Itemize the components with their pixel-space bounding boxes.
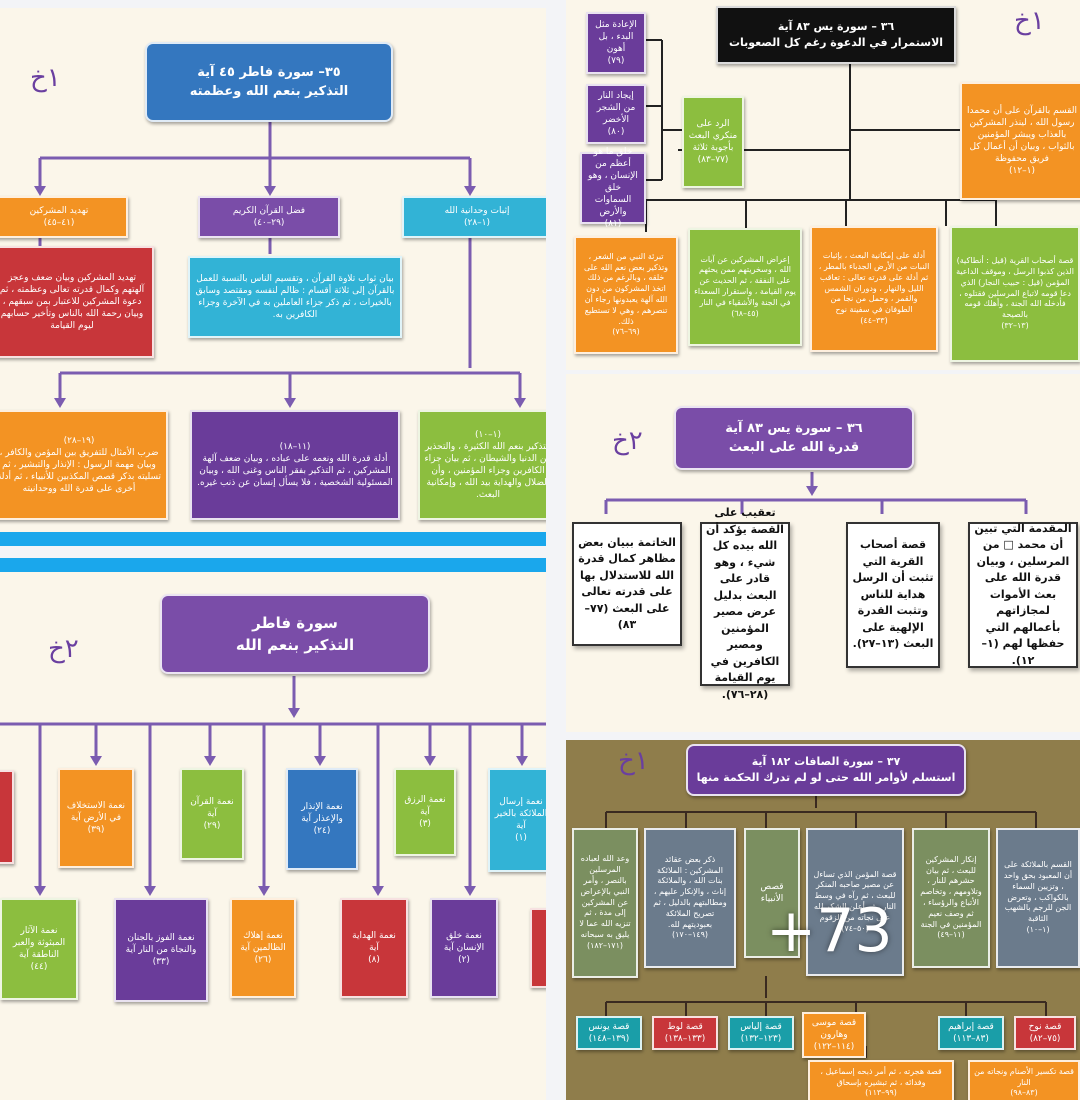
connector-lines	[0, 676, 546, 896]
blessing-athar: نعمة الآثار المبثوثة والعبر الناطقة آية …	[0, 898, 78, 1000]
box-threat-head: تهديد المشركين (٤١–٤٥)	[0, 196, 128, 238]
box-range-19-28: (١٩–٢٨) ضرب الأمثال للتفريق بين المؤمن و…	[0, 410, 168, 520]
story-ibrahim: قصة إبراهيم (٨٣–١١٣)	[938, 1016, 1004, 1050]
panel-title: ٣٧ – سورة الصافات ١٨٢ آية استسلم لأوامر …	[686, 744, 966, 796]
connector-lines	[644, 39, 997, 232]
panel-title: ٣٦ – سورة يس ٨٣ آية الاستمرار في الدعوة …	[716, 6, 956, 64]
section-badge: ١خ	[1014, 6, 1045, 36]
sub-story-hijra: قصة هجرته ، ثم أمر ذبحه إسماعيل ، وفدائه…	[808, 1060, 954, 1100]
panel-yasin-83-a: ١خ ٣٦ – سورة يس ٨٣ آية الاستمرار في الدع…	[566, 0, 1080, 370]
edge-box-right	[530, 908, 546, 988]
connector-lines	[604, 472, 1028, 514]
story-lut: قصة لوط (١٣٣–١٣٨)	[652, 1016, 718, 1050]
section-badge: ٢خ	[612, 426, 643, 456]
reply-box: الرد على منكري البعث بأجوبة ثلاثة (٧٧–٨٣…	[682, 96, 744, 188]
section-149-170: ذكر بعض عقائد المشركين : الملائكة بنات ا…	[644, 828, 736, 968]
blessing-quran: نعمة القرآن آية (٢٩)	[180, 768, 244, 860]
blessing-indhar: نعمة الإنذار والإعذار آية (٢٤)	[286, 768, 358, 870]
top-bar	[0, 558, 546, 572]
section-prophets: قصص الأنبياء	[744, 828, 800, 958]
section-33-44: أدلة على إمكانية البعث ، بإثبات النبات م…	[810, 226, 938, 352]
more-images-count[interactable]: +73	[766, 896, 893, 966]
story-yunus: قصة يونس (١٣٩–١٤٨)	[576, 1016, 642, 1050]
section-badge: ١خ	[30, 63, 61, 93]
story-musa-harun: قصة موسى وهارون (١١٤–١٢٢)	[802, 1012, 866, 1058]
story-nuh: قصة نوح (٧٥–٨٢)	[1014, 1016, 1076, 1050]
section-11-49: إنكار المشركين للبعث ، ثم بيان حشرهم للن…	[912, 828, 990, 968]
panel-title: ٣٦ – سورة يس ٨٣ آية قدرة الله على البعث	[674, 406, 914, 470]
edge-box	[0, 770, 14, 864]
panel-title: ٣٥– سورة فاطر ٤٥ آية التذكير بنعم الله و…	[145, 42, 393, 122]
box-range-1-10: (١–١٠) التذكير بنعم الله الكثيرة ، والتح…	[418, 410, 546, 520]
reply-item-81: خلق ما هو أعظم من الإنسان ، وهو خلق السم…	[580, 147, 646, 229]
box-quran-body: بيان ثواب تلاوة القرآن ، وتقسيم الناس با…	[188, 256, 402, 338]
box-range-11-18: (١١–١٨) أدلة قدرة الله ونعمه على عباده ،…	[190, 410, 400, 520]
section-1-10: القسم بالملائكة على أن المعبود بحق واحد …	[996, 828, 1080, 968]
section-50-74: قصة المؤمن الذي تساءل عن مصير صاحبه المن…	[806, 828, 904, 976]
bottom-bar	[0, 532, 546, 546]
box-quran-head: فضل القرآن الكريم (٢٩–٤٠)	[198, 196, 340, 238]
section-13-32: قصة أصحاب القرية (قيل : أنطاكية) الذين ك…	[950, 226, 1080, 362]
reply-item-80: إيجاد النار من الشجر الأخضر (٨٠)	[586, 84, 646, 144]
story-box: قصة أصحاب القرية التي تثبت أن الرسل هداي…	[846, 522, 940, 668]
sub-story-idols: قصة تكسير الأصنام ونجاته من النار (٨٣–٩٨…	[968, 1060, 1080, 1100]
connector-lines	[34, 118, 526, 408]
title-line-2: التذكير بنعم الله وعظمته	[189, 84, 349, 99]
section-171-182: وعد الله لعباده المرسلين بالنصر ، وأمر ا…	[572, 828, 638, 978]
panel-title: سورة فاطر التذكير بنعم الله	[160, 594, 430, 674]
connector-lines	[605, 794, 1047, 1058]
conclusion-box: الخاتمة ببيان بعض مظاهر كمال قدرة الله ل…	[572, 522, 682, 646]
blessing-khalq: نعمة خلق الإنسان آية (٢)	[430, 898, 498, 998]
reply-item-79: الإعادة مثل البدء ، بل أهون (٧٩)	[586, 12, 646, 74]
panel-yasin-83-b: ٢خ ٣٦ – سورة يس ٨٣ آية قدرة الله على الب…	[566, 374, 1080, 732]
panel-fatir-blessings: ٢خ سورة فاطر التذكير بنعم الله نعمة الاس…	[0, 558, 546, 1100]
section-69-76: تبرئة النبي من الشعر ، وتذكير بعض نعم ال…	[574, 236, 678, 354]
section-badge: ٢خ	[48, 634, 79, 664]
blessing-ihlak: نعمة إهلاك الظالمين آية (٢٦)	[230, 898, 296, 998]
commentary-box: تعقيب على القصة يؤكد أن الله بيده كل شيء…	[700, 506, 790, 701]
blessing-rizq: نعمة الرزق آية (٣)	[394, 768, 456, 856]
blessing-fawz: نعمة الفوز بالجنان والنجاة من النار آية …	[114, 898, 208, 1002]
intro-box: القسم بالقرآن على أن محمدا رسول الله ، ل…	[960, 82, 1080, 200]
panel-saffat-182[interactable]: ١خ ٣٧ – سورة الصافات ١٨٢ آية استسلم لأوا…	[566, 740, 1080, 1100]
box-tawhid-head: إثبات وحدانية الله (١–٢٨)	[402, 196, 546, 238]
section-45-68: إعراض المشركين عن آيات الله ، وسخريتهم م…	[688, 228, 802, 346]
blessing-hidaya: نعمة الهداية آية (٨)	[340, 898, 408, 998]
story-ilyas: قصة إلياس (١٢٣–١٣٢)	[728, 1016, 794, 1050]
intro-box: المقدمة التي تبين أن محمد □ من المرسلين …	[968, 522, 1078, 668]
panel-fatir-45: ١خ ٣٥– سورة فاطر ٤٥ آية التذكير بنعم الل…	[0, 8, 546, 546]
section-badge: ١خ	[618, 746, 649, 776]
blessing-khilafa: نعمة الاستخلاف في الأرض آية (٣٩)	[58, 768, 134, 868]
blessing-angels: نعمة إرسال الملائكة بالخير آية (١)	[488, 768, 546, 872]
box-threat-body: تهديد المشركين وبيان ضعف وعجز آلهتهم وكم…	[0, 246, 154, 358]
title-line-1: ٣٥– سورة فاطر ٤٥ آية	[197, 64, 341, 80]
